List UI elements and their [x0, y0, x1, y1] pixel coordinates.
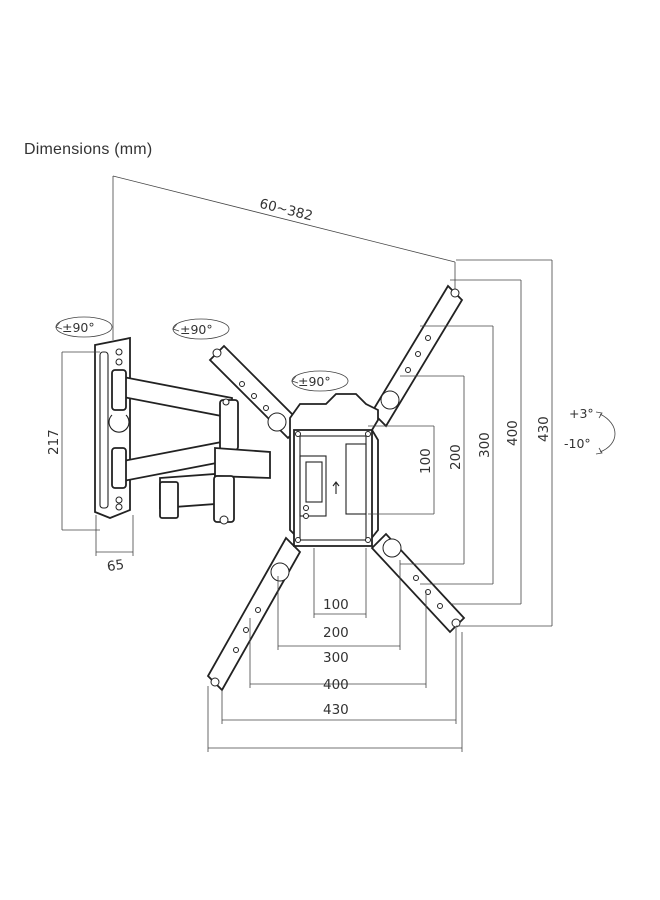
horizontal-dimensions: 100 200 300 400 430	[207, 548, 463, 752]
arm-extension-label: 60~382	[258, 196, 315, 225]
v300-label: 300	[477, 432, 493, 458]
page-title: Dimensions (mm)	[24, 141, 153, 158]
h400-label: 400	[323, 677, 349, 693]
v100-label: 100	[418, 448, 434, 474]
v200-label: 200	[448, 444, 464, 470]
h430-label: 430	[323, 702, 349, 718]
rotation-wall-indicator: ±90°	[55, 316, 113, 338]
wall-height-dimension: 217	[46, 351, 100, 531]
arm-extension-dimension: 60~382	[112, 175, 456, 340]
rotation-wall-label: ±90°	[62, 320, 95, 335]
tilt-indicator: +3° -10°	[564, 406, 616, 455]
wall-plate	[94, 336, 131, 519]
rotation-arm-indicator: ±90°	[172, 318, 230, 340]
wall-depth-dimension: 65	[95, 515, 134, 575]
rotation-head-label: ±90°	[298, 374, 331, 389]
articulating-arms	[111, 369, 271, 525]
v430-label: 430	[536, 416, 552, 442]
v400-label: 400	[505, 420, 521, 446]
center-plate	[289, 393, 379, 547]
h300-label: 300	[323, 650, 349, 666]
tilt-down-label: -10°	[564, 436, 591, 451]
vertical-dimensions: 100 200 300 400 430	[368, 259, 553, 627]
tilt-up-label: +3°	[569, 406, 594, 421]
rotation-head-indicator: ±90°	[291, 370, 349, 392]
rotation-arm-label: ±90°	[180, 322, 213, 337]
h200-label: 200	[323, 625, 349, 641]
h100-label: 100	[323, 597, 349, 613]
wall-height-label: 217	[46, 429, 62, 455]
wall-depth-label: 65	[106, 557, 125, 575]
